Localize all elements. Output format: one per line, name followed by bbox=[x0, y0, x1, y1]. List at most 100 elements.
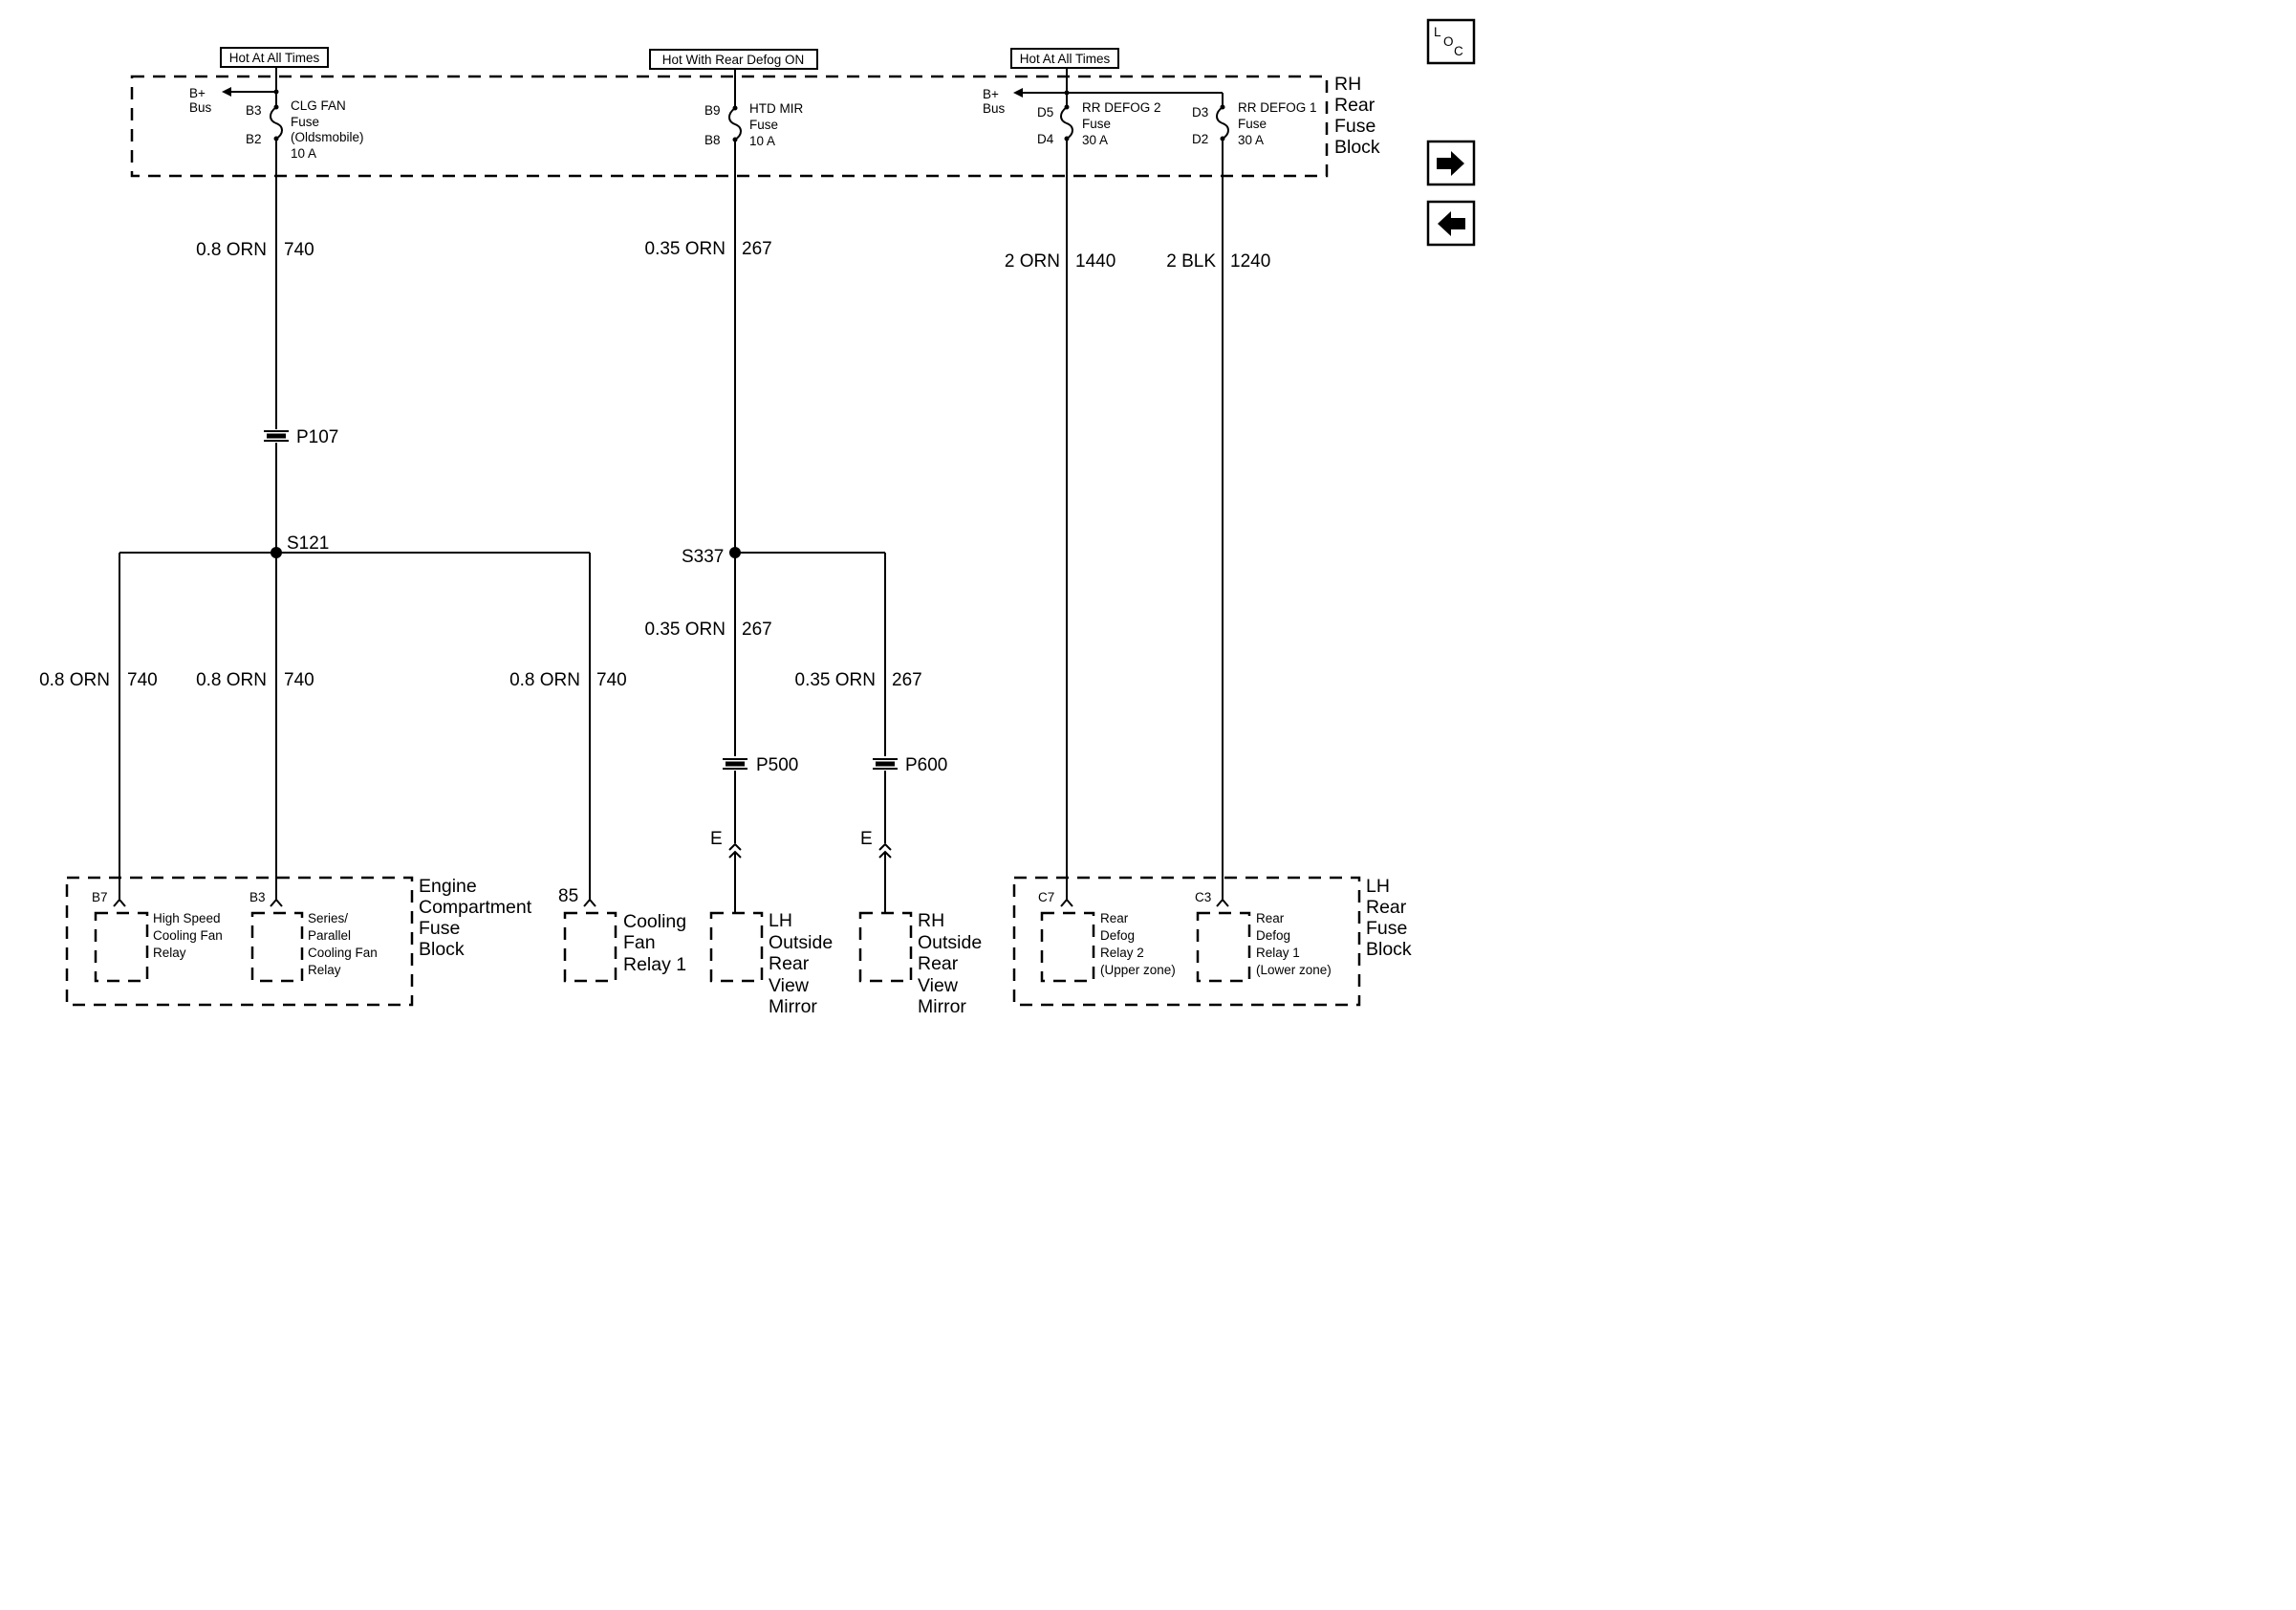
svg-text:Mirror: Mirror bbox=[769, 996, 817, 1017]
svg-text:Cooling Fan: Cooling Fan bbox=[308, 946, 378, 960]
svg-text:Parallel: Parallel bbox=[308, 928, 351, 943]
svg-text:30 A: 30 A bbox=[1082, 133, 1108, 147]
svg-text:Mirror: Mirror bbox=[918, 996, 966, 1017]
svg-text:Fuse: Fuse bbox=[1334, 116, 1375, 137]
rr-defog-2-fuse: D5 D4 RR DEFOG 2 Fuse 30 A bbox=[1037, 93, 1161, 147]
wire-label-740-a: 0.8 ORN 740 bbox=[39, 670, 158, 690]
rh-rear-fuse-block-title: RH Rear Fuse Block bbox=[1334, 74, 1380, 158]
svg-text:740: 740 bbox=[596, 670, 627, 690]
svg-text:Rear: Rear bbox=[1366, 897, 1407, 918]
series-parallel-cooling-fan-relay: Series/ Parallel Cooling Fan Relay bbox=[250, 911, 378, 983]
hot-label-left: Hot At All Times bbox=[220, 47, 329, 68]
svg-text:Fuse: Fuse bbox=[749, 118, 778, 132]
wire-label-267-b: 0.35 ORN 267 bbox=[795, 670, 922, 690]
svg-text:B3: B3 bbox=[249, 890, 266, 904]
svg-text:Bus: Bus bbox=[189, 100, 212, 115]
splice-s337: S337 bbox=[682, 547, 885, 567]
svg-text:CLG FAN: CLG FAN bbox=[291, 98, 346, 113]
svg-text:B3: B3 bbox=[246, 103, 262, 118]
svg-text:0.8 ORN: 0.8 ORN bbox=[509, 670, 580, 690]
hot-label-middle: Hot With Rear Defog ON bbox=[649, 49, 818, 70]
svg-text:Rear: Rear bbox=[918, 953, 959, 974]
svg-text:Hot With Rear Defog ON: Hot With Rear Defog ON bbox=[662, 53, 805, 67]
wire-label-267-a: 0.35 ORN 267 bbox=[645, 620, 772, 640]
svg-text:D5: D5 bbox=[1037, 105, 1053, 120]
svg-text:0.8 ORN: 0.8 ORN bbox=[196, 240, 267, 260]
svg-text:0.8 ORN: 0.8 ORN bbox=[196, 670, 267, 690]
svg-text:Cooling Fan: Cooling Fan bbox=[153, 928, 223, 943]
svg-text:C7: C7 bbox=[1038, 890, 1054, 904]
svg-text:RH: RH bbox=[1334, 74, 1361, 95]
svg-text:B8: B8 bbox=[704, 133, 721, 147]
inline-connector-e-left: E bbox=[710, 829, 742, 913]
svg-text:L: L bbox=[1434, 25, 1441, 39]
svg-text:Fuse: Fuse bbox=[1238, 117, 1267, 131]
svg-text:RR DEFOG 2: RR DEFOG 2 bbox=[1082, 100, 1161, 115]
svg-text:D4: D4 bbox=[1037, 132, 1054, 146]
svg-text:B9: B9 bbox=[704, 103, 721, 118]
terminal-b3: B3 bbox=[249, 890, 283, 907]
next-page-button[interactable] bbox=[1426, 140, 1476, 186]
svg-text:Block: Block bbox=[1366, 939, 1412, 960]
svg-text:Relay 1: Relay 1 bbox=[623, 954, 686, 975]
lh-outside-rear-view-mirror: LH Outside Rear View Mirror bbox=[709, 910, 833, 1017]
svg-text:P500: P500 bbox=[756, 755, 798, 775]
arrow-left-icon bbox=[1438, 211, 1465, 236]
svg-text:0.8 ORN: 0.8 ORN bbox=[39, 670, 110, 690]
rh-rear-fuse-block-outline bbox=[130, 75, 1329, 178]
svg-text:Outside: Outside bbox=[918, 932, 982, 953]
svg-text:740: 740 bbox=[284, 670, 314, 690]
terminal-c3: C3 bbox=[1195, 890, 1229, 907]
svg-text:LH: LH bbox=[769, 910, 792, 931]
svg-text:740: 740 bbox=[284, 240, 314, 260]
rear-defog-relay-1: Rear Defog Relay 1 (Lower zone) bbox=[1196, 911, 1332, 983]
svg-text:Block: Block bbox=[1334, 137, 1380, 158]
svg-text:D3: D3 bbox=[1192, 105, 1208, 120]
svg-text:High Speed: High Speed bbox=[153, 911, 221, 925]
svg-text:Fuse: Fuse bbox=[419, 918, 460, 939]
svg-text:267: 267 bbox=[742, 239, 772, 259]
hot-label-right: Hot At All Times bbox=[1010, 48, 1119, 69]
svg-text:View: View bbox=[918, 975, 959, 996]
svg-text:267: 267 bbox=[892, 670, 922, 690]
htd-mir-fuse: B9 B8 HTD MIR Fuse 10 A bbox=[704, 69, 803, 148]
svg-text:Defog: Defog bbox=[1100, 928, 1135, 943]
connector-p107: P107 bbox=[264, 427, 338, 447]
svg-text:O: O bbox=[1443, 34, 1454, 49]
svg-text:Hot At All Times: Hot At All Times bbox=[229, 51, 320, 65]
wire-label-1440: 2 ORN 1440 bbox=[1005, 251, 1116, 272]
svg-text:Fan: Fan bbox=[623, 932, 656, 953]
bplus-bus-left: B+ Bus bbox=[189, 67, 279, 115]
svg-text:B+: B+ bbox=[983, 87, 999, 101]
svg-text:E: E bbox=[860, 829, 873, 849]
svg-text:740: 740 bbox=[127, 670, 158, 690]
svg-text:Rear: Rear bbox=[1334, 95, 1375, 116]
wire-label-740-b: 0.8 ORN 740 bbox=[196, 670, 314, 690]
svg-text:Block: Block bbox=[419, 939, 465, 960]
svg-text:0.35 ORN: 0.35 ORN bbox=[795, 670, 876, 690]
high-speed-cooling-fan-relay: High Speed Cooling Fan Relay bbox=[94, 911, 223, 983]
rear-defog-relay-2: Rear Defog Relay 2 (Upper zone) bbox=[1040, 911, 1176, 983]
svg-text:Relay 1: Relay 1 bbox=[1256, 946, 1300, 960]
cooling-fan-relay-1: 85 Cooling Fan Relay 1 bbox=[558, 886, 686, 983]
location-button[interactable]: L O C bbox=[1426, 18, 1476, 65]
svg-text:Hot At All Times: Hot At All Times bbox=[1020, 52, 1111, 66]
svg-text:Rear: Rear bbox=[769, 953, 810, 974]
engine-compartment-fuse-block-outline bbox=[65, 876, 414, 1007]
svg-text:0.35 ORN: 0.35 ORN bbox=[645, 239, 726, 259]
previous-page-button[interactable] bbox=[1426, 200, 1476, 247]
svg-text:2 ORN: 2 ORN bbox=[1005, 251, 1060, 272]
svg-text:LH: LH bbox=[1366, 876, 1390, 897]
svg-text:Relay: Relay bbox=[308, 963, 341, 977]
svg-text:30 A: 30 A bbox=[1238, 133, 1264, 147]
rr-defog-1-fuse: D3 D2 RR DEFOG 1 Fuse 30 A bbox=[1192, 93, 1317, 147]
svg-text:0.35 ORN: 0.35 ORN bbox=[645, 620, 726, 640]
svg-text:RH: RH bbox=[918, 910, 944, 931]
svg-text:S121: S121 bbox=[287, 533, 329, 554]
svg-text:P600: P600 bbox=[905, 755, 947, 775]
terminal-b7: B7 bbox=[92, 890, 126, 907]
lh-rear-fuse-block-title: LH Rear Fuse Block bbox=[1366, 876, 1412, 960]
svg-text:1240: 1240 bbox=[1230, 251, 1270, 272]
terminal-c7: C7 bbox=[1038, 890, 1073, 907]
svg-text:10 A: 10 A bbox=[749, 134, 775, 148]
